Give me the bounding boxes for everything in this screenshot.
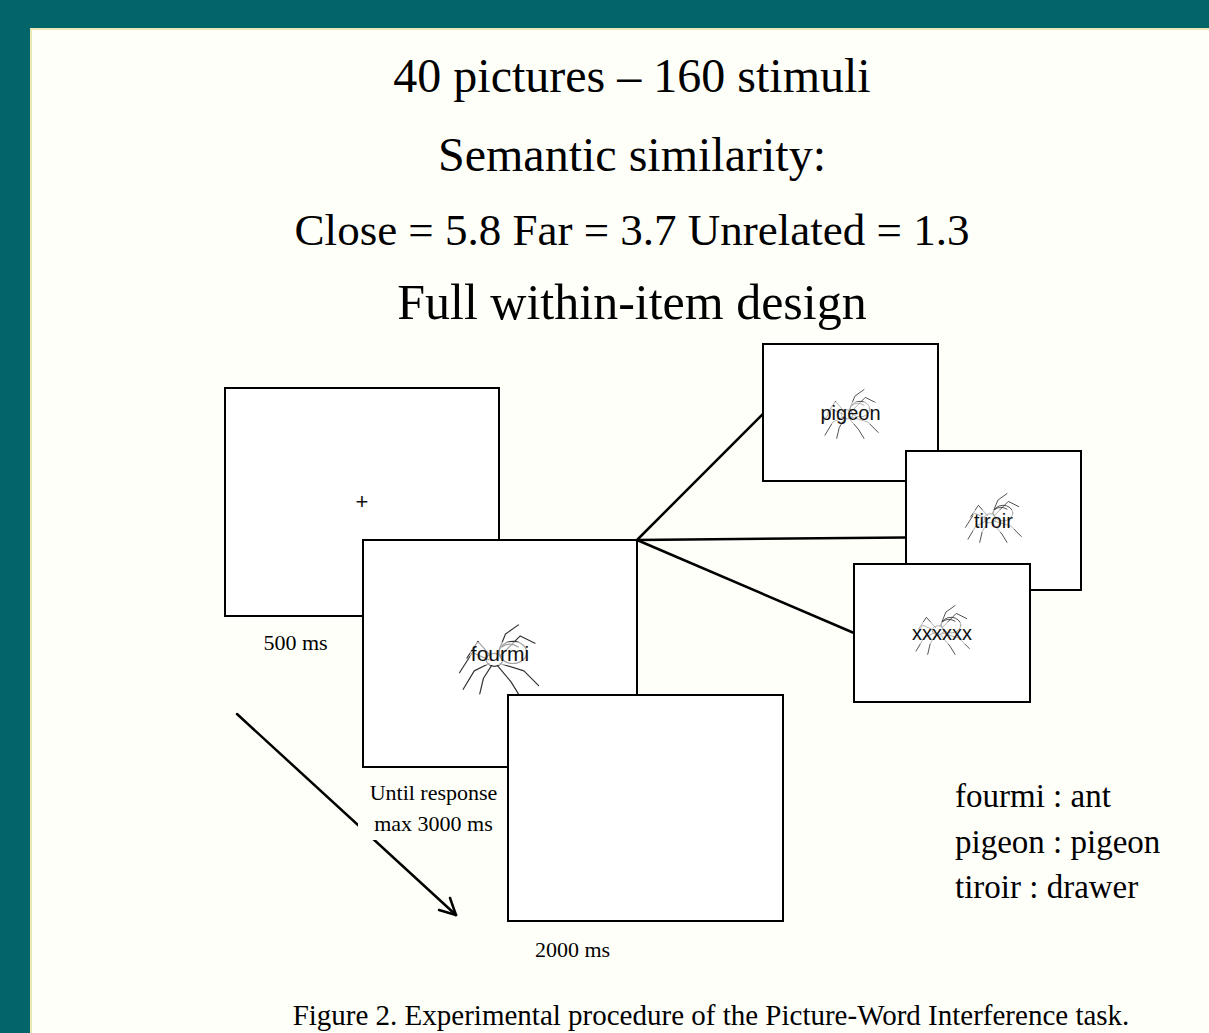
text-slot: tiroir : drawer: [955, 868, 1138, 908]
text-slot: pigeon : pigeon: [955, 823, 1160, 863]
translation: tiroir : drawer: [955, 869, 1138, 905]
heading-line: Semantic similarity:: [438, 128, 826, 181]
text-slot: 40 pictures – 160 stimuli: [393, 47, 870, 105]
figure-caption: Figure 2. Experimental procedure of the …: [293, 999, 1130, 1031]
translation: fourmi : ant: [955, 778, 1111, 814]
stimulus-word: xxxxxx: [911, 622, 973, 644]
stimulus-word: tiroir: [973, 510, 1014, 532]
translation: pigeon : pigeon: [955, 824, 1160, 860]
duration-slot: 2000 ms: [529, 934, 617, 966]
duration-label: 2000 ms: [529, 934, 617, 966]
branch-line: [637, 414, 763, 540]
similarity-values: Close = 5.8 Far = 3.7 Unrelated = 1.3: [295, 205, 970, 255]
control-screen: xxxxxx: [853, 563, 1031, 703]
stimulus-word: pigeon: [819, 402, 881, 424]
duration-label: Until response max 3000 ms: [358, 777, 510, 841]
text-slot: Full within-item design: [397, 272, 866, 332]
text-slot: Close = 5.8 Far = 3.7 Unrelated = 1.3: [295, 203, 970, 257]
fixation-cross: +: [355, 490, 370, 514]
design-note: Full within-item design: [397, 274, 866, 330]
duration-label: 500 ms: [252, 627, 340, 659]
text-slot: Semantic similarity:: [438, 126, 826, 184]
branch-line: [637, 540, 854, 633]
branch-line: [637, 537, 906, 540]
slide-title: 40 pictures – 160 stimuli: [393, 49, 870, 102]
duration-slot: Until response max 3000 ms: [358, 777, 510, 841]
blank-screen: 2000 ms: [507, 694, 784, 922]
text-slot: Figure 2. Experimental procedure of the …: [293, 998, 1130, 1033]
text-slot: fourmi : ant: [955, 777, 1111, 817]
stimulus-word: fourmi: [470, 642, 530, 665]
duration-slot: 500 ms: [252, 627, 340, 659]
